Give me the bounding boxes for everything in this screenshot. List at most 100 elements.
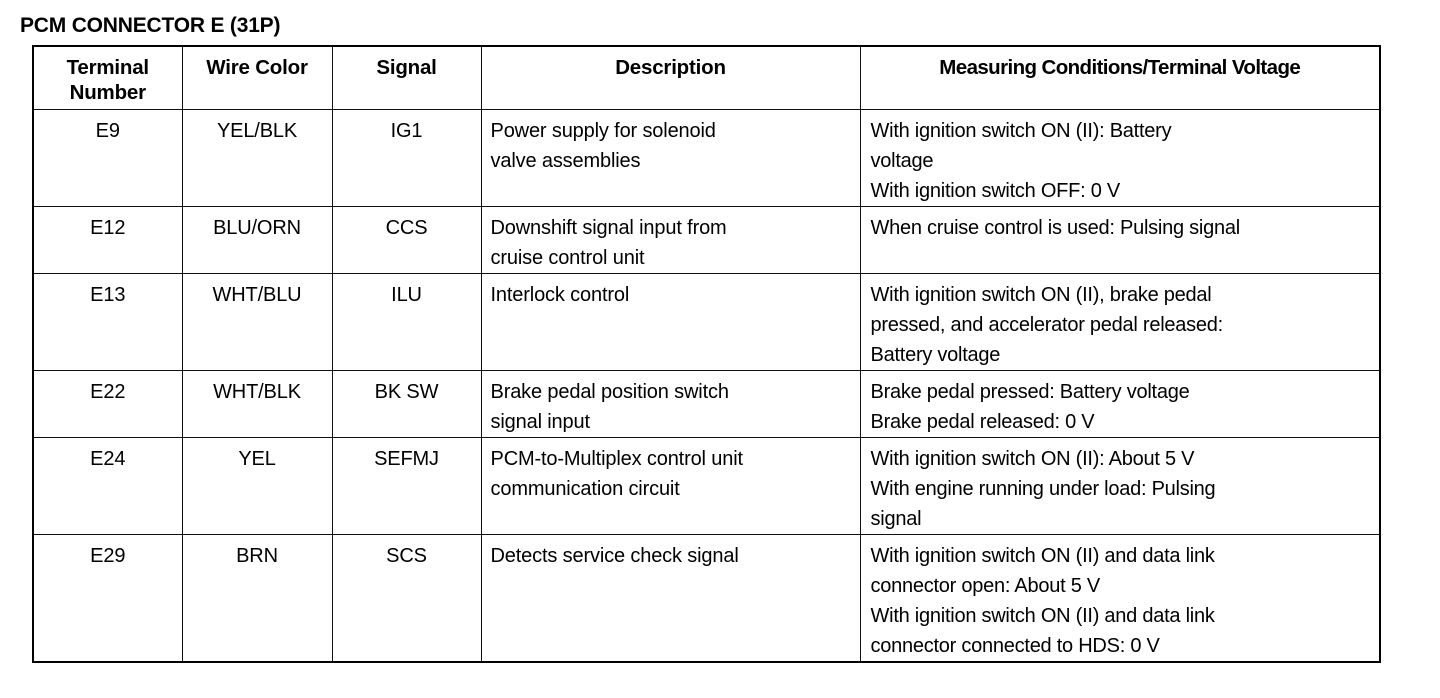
column-header-terminal-number-text: Terminal Number: [34, 47, 182, 105]
cell-wire-color: YEL/BLK: [181, 109, 333, 207]
cell-signal: BK SW: [331, 370, 482, 438]
cell-measuring-conditions-line: Brake pedal released: 0 V: [870, 411, 1095, 433]
cell-measuring-conditions: With ignition switch ON (II), brake peda…: [859, 273, 1381, 371]
cell-wire-color-value: BRN: [236, 545, 278, 567]
cell-measuring-conditions: With ignition switch ON (II): About 5 V W…: [859, 437, 1381, 535]
table-row: E13 WHT/BLU ILU Interlock control With ignit…: [32, 273, 1381, 371]
cell-terminal-number-value: E13: [90, 284, 126, 306]
cell-measuring-conditions-line: voltage: [870, 150, 934, 172]
cell-description-value: Downshift signal input from cruise contro…: [482, 207, 860, 273]
cell-measuring-conditions-value: With ignition switch ON (II): About 5 V W…: [861, 438, 1380, 534]
column-header-measuring-conditions: Measuring Conditions/Terminal Voltage: [859, 45, 1381, 110]
cell-signal-value: ILU: [391, 284, 422, 306]
cell-description-line: signal input: [490, 411, 591, 433]
cell-wire-color-value: BLU/ORN: [213, 217, 301, 239]
cell-description-line: Interlock control: [490, 284, 630, 306]
cell-terminal-number-value: E12: [90, 217, 126, 239]
cell-description-line: Detects service check signal: [490, 545, 739, 567]
cell-terminal-number: E12: [32, 206, 183, 274]
cell-measuring-conditions-value: With ignition switch ON (II), brake peda…: [861, 274, 1380, 370]
cell-signal: IG1: [331, 109, 482, 207]
cell-measuring-conditions: When cruise control is used: Pulsing sig…: [859, 206, 1381, 274]
cell-signal: CCS: [331, 206, 482, 274]
cell-signal-value: SCS: [386, 545, 427, 567]
cell-measuring-conditions-line: signal: [870, 508, 922, 530]
cell-signal-value: SEFMJ: [374, 448, 439, 470]
cell-terminal-number-value: E29: [90, 545, 126, 567]
cell-measuring-conditions-line: With ignition switch ON (II): Battery: [870, 120, 1172, 142]
cell-wire-color: BLU/ORN: [181, 206, 333, 274]
page-title: PCM CONNECTOR E (31P): [20, 14, 281, 37]
table-row: E24 YEL SEFMJ PCM-to-Multiplex control unit…: [32, 437, 1381, 535]
cell-description-value: Brake pedal position switch signal input: [482, 371, 860, 437]
cell-description-line: valve assemblies: [490, 150, 641, 172]
cell-measuring-conditions-line: With ignition switch ON (II), brake peda…: [870, 284, 1212, 306]
column-header-description: Description: [480, 45, 861, 110]
cell-signal-value: CCS: [385, 217, 428, 239]
cell-terminal-number: E22: [32, 370, 183, 438]
cell-description: Downshift signal input from cruise contro…: [480, 206, 861, 274]
cell-terminal-number-value: E9: [95, 120, 120, 142]
cell-wire-color-value: WHT/BLU: [212, 284, 302, 306]
terminal-header-line-1: Terminal: [66, 56, 150, 79]
cell-description-line: Brake pedal position switch: [490, 381, 729, 403]
cell-measuring-conditions-value: When cruise control is used: Pulsing sig…: [861, 207, 1380, 243]
cell-measuring-conditions-line: With ignition switch ON (II): About 5 V: [870, 448, 1195, 470]
cell-wire-color-value: YEL: [238, 448, 276, 470]
cell-terminal-number: E13: [32, 273, 183, 371]
cell-measuring-conditions: With ignition switch ON (II) and data li…: [859, 534, 1381, 663]
terminal-header-line-2: Number: [69, 81, 146, 104]
cell-measuring-conditions-line: Brake pedal pressed: Battery voltage: [870, 381, 1190, 403]
cell-measuring-conditions-line: pressed, and accelerator pedal released:: [870, 314, 1224, 336]
column-header-terminal-number: Terminal Number: [32, 45, 183, 110]
cell-description-line: cruise control unit: [490, 247, 645, 269]
cell-signal-value: BK SW: [374, 381, 439, 403]
cell-measuring-conditions-line: Battery voltage: [870, 344, 1001, 366]
cell-wire-color: WHT/BLK: [181, 370, 333, 438]
column-header-signal: Signal: [331, 45, 482, 110]
cell-description-value: Interlock control: [482, 274, 860, 310]
column-header-description-text: Description: [615, 56, 726, 79]
cell-measuring-conditions-line: When cruise control is used: Pulsing sig…: [870, 217, 1241, 239]
cell-description-value: Detects service check signal: [482, 535, 860, 571]
cell-measuring-conditions-line: With engine running under load: Pulsing: [870, 478, 1216, 500]
cell-terminal-number: E9: [32, 109, 183, 207]
cell-description: Brake pedal position switch signal input: [480, 370, 861, 438]
cell-wire-color: YEL: [181, 437, 333, 535]
cell-measuring-conditions-line: With ignition switch ON (II) and data li…: [870, 605, 1215, 627]
cell-measuring-conditions-value: With ignition switch ON (II): Battery vol…: [861, 110, 1380, 206]
cell-measuring-conditions: With ignition switch ON (II): Battery vol…: [859, 109, 1381, 207]
cell-measuring-conditions-line: With ignition switch ON (II) and data li…: [870, 545, 1215, 567]
table-header-row: Terminal Number Wire Color Signal Descri…: [32, 45, 1381, 110]
cell-wire-color: BRN: [181, 534, 333, 663]
cell-terminal-number: E29: [32, 534, 183, 663]
cell-terminal-number-value: E22: [90, 381, 126, 403]
cell-terminal-number-value: E24: [90, 448, 126, 470]
column-header-wire-color-text: Wire Color: [206, 56, 308, 79]
cell-signal-value: IG1: [390, 120, 423, 142]
cell-measuring-conditions-value: With ignition switch ON (II) and data li…: [861, 535, 1380, 661]
cell-measuring-conditions-line: With ignition switch OFF: 0 V: [870, 180, 1121, 202]
cell-wire-color-value: YEL/BLK: [216, 120, 298, 142]
column-header-measuring-conditions-text: Measuring Conditions/Terminal Voltage: [939, 56, 1301, 79]
cell-wire-color: WHT/BLU: [181, 273, 333, 371]
cell-signal: SEFMJ: [331, 437, 482, 535]
cell-description: Detects service check signal: [480, 534, 861, 663]
cell-measuring-conditions-line: connector open: About 5 V: [870, 575, 1101, 597]
pcm-connector-table: Terminal Number Wire Color Signal Descri…: [32, 45, 1381, 663]
cell-signal: SCS: [331, 534, 482, 663]
column-header-wire-color: Wire Color: [181, 45, 333, 110]
pcm-connector-table-wrapper: Terminal Number Wire Color Signal Descri…: [32, 45, 1381, 663]
cell-terminal-number: E24: [32, 437, 183, 535]
cell-description-line: Downshift signal input from: [490, 217, 727, 239]
cell-description-line: PCM-to-Multiplex control unit: [490, 448, 744, 470]
cell-wire-color-value: WHT/BLK: [213, 381, 301, 403]
